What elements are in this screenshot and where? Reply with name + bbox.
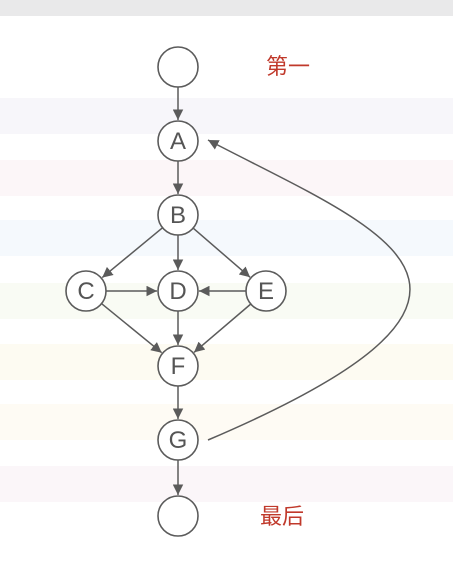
background-band xyxy=(0,344,453,380)
background-band xyxy=(0,160,453,196)
edge-b-to-c xyxy=(101,227,164,279)
node-circle xyxy=(157,419,199,461)
node-circle xyxy=(157,270,199,312)
node-c: C xyxy=(65,270,107,312)
node-circle xyxy=(245,270,287,312)
background-band xyxy=(0,466,453,502)
node-b: B xyxy=(157,194,199,236)
node-label: C xyxy=(77,278,94,305)
node-circle xyxy=(157,495,199,537)
edge-e-to-f xyxy=(193,303,252,353)
edge-c-to-f xyxy=(101,303,163,354)
top-bar xyxy=(0,0,453,16)
node-g: G xyxy=(157,419,199,461)
background-band xyxy=(0,404,453,440)
node-label: D xyxy=(169,278,186,305)
node-label: A xyxy=(170,128,186,155)
node-circle xyxy=(157,120,199,162)
node-label: B xyxy=(170,202,186,229)
edge-b-to-e xyxy=(192,227,251,278)
node-label: E xyxy=(258,278,274,305)
node-a: A xyxy=(157,120,199,162)
node-e: E xyxy=(245,270,287,312)
node-d: D xyxy=(157,270,199,312)
annotation-first: 第一 xyxy=(266,55,310,80)
node-label: F xyxy=(171,353,186,380)
node-circle xyxy=(157,46,199,88)
node-circle xyxy=(157,345,199,387)
annotation-last: 最后 xyxy=(260,505,304,530)
node-circle xyxy=(65,270,107,312)
background-band xyxy=(0,98,453,134)
background-band xyxy=(0,220,453,256)
node-f: F xyxy=(157,345,199,387)
edge-g-to-a xyxy=(207,139,411,441)
node-circle xyxy=(157,194,199,236)
node-label: G xyxy=(169,427,188,454)
node-end xyxy=(157,495,199,537)
node-start xyxy=(157,46,199,88)
